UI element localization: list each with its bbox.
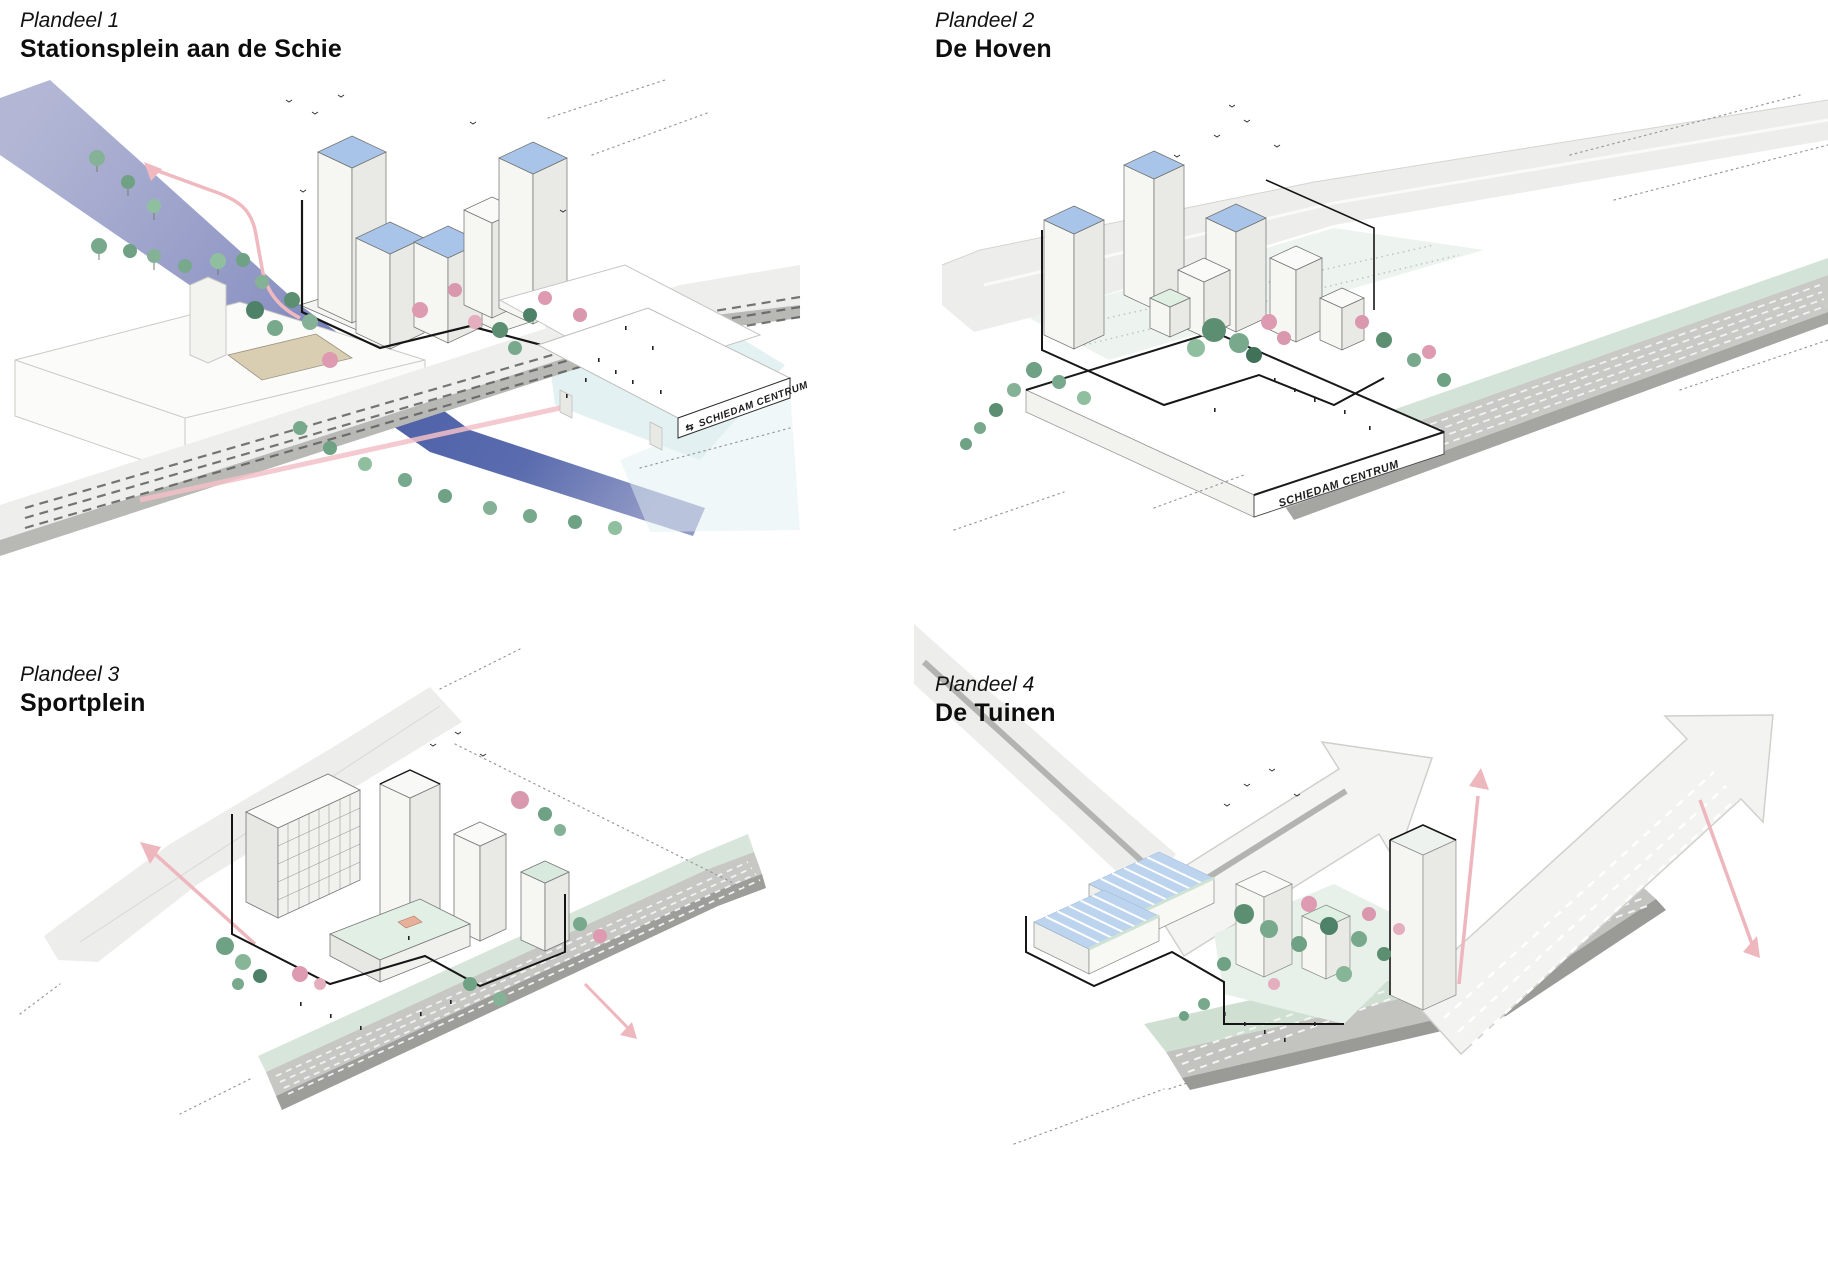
sportplein-buildings	[231, 769, 570, 988]
plandeel-1-illustration: ⇆ SCHIEDAM CENTRUM	[0, 79, 810, 556]
panel-1-label: Plandeel 1	[20, 9, 120, 32]
blue-roof	[317, 135, 387, 169]
panel-3-header: Plandeel 3 Sportplein	[20, 662, 146, 718]
station-fascia	[677, 377, 791, 439]
plandeel-3-illustration	[19, 648, 766, 1115]
people	[1224, 1012, 1316, 1042]
courtyard-plaza	[227, 333, 353, 381]
pink-arrows	[1457, 768, 1760, 985]
route-arrowhead	[144, 162, 162, 181]
pink-routes	[139, 162, 561, 503]
trees	[89, 150, 622, 535]
pale-water-lower	[620, 390, 800, 532]
panel-4-header: Plandeel 4 De Tuinen	[935, 672, 1056, 728]
plan-boundary-outline	[231, 814, 566, 988]
blue-roof	[1205, 203, 1267, 233]
sport-court	[397, 915, 423, 929]
panel-2-header: Plandeel 2 De Hoven	[935, 8, 1052, 64]
people	[300, 936, 452, 1030]
panel-plandeel-4: Plandeel 4 De Tuinen	[914, 624, 1828, 1288]
pink-arrow-road	[140, 842, 257, 946]
station-box: SCHIEDAM CENTRUM	[1024, 330, 1446, 518]
plan-boundary-outline	[1025, 916, 1344, 1025]
panel-4-title: De Tuinen	[935, 699, 1056, 728]
birds	[1223, 768, 1301, 807]
tuinen-buildings	[1025, 824, 1457, 1025]
panel-2-label: Plandeel 2	[935, 9, 1035, 32]
panel-2-title: De Hoven	[935, 35, 1052, 64]
road	[914, 624, 1176, 894]
railway	[258, 834, 766, 1110]
rail-tracks	[275, 861, 761, 1095]
pink-arrow-rail	[583, 982, 637, 1039]
blue-roof	[1043, 205, 1105, 235]
panel-3-title: Sportplein	[20, 689, 146, 718]
birds	[285, 94, 567, 213]
plandeel-2-illustration: SCHIEDAM CENTRUM	[941, 94, 1828, 531]
people	[1214, 378, 1371, 430]
trees	[216, 791, 607, 1006]
dotted-lines	[547, 79, 791, 469]
panel-1-title: Stationsplein aan de Schie	[20, 35, 342, 64]
dotted-lines	[19, 648, 746, 1115]
plan-boundary-outline	[1041, 230, 1385, 407]
river-schie	[0, 80, 705, 536]
big-arrow-rail	[1405, 714, 1774, 1056]
plandeel-4-illustration	[914, 624, 1774, 1145]
panel-1-header: Plandeel 1 Stationsplein aan de Schie	[20, 8, 342, 64]
birds	[429, 731, 487, 757]
trees	[1179, 896, 1405, 1021]
dotted-lines	[953, 94, 1828, 531]
people	[566, 326, 662, 398]
blue-roof	[355, 221, 425, 255]
blue-roof	[1123, 150, 1185, 180]
trees	[960, 314, 1451, 450]
panel-plandeel-1: Plandeel 1 Stationsplein aan de Schie	[0, 0, 914, 644]
blue-roof	[498, 141, 568, 175]
panel-plandeel-3: Plandeel 3 Sportplein	[0, 644, 914, 1288]
panel-plandeel-2: Plandeel 2 De Hoven	[914, 0, 1828, 644]
birds	[1173, 104, 1281, 158]
panel-4-label: Plandeel 4	[935, 673, 1035, 696]
panel-3-label: Plandeel 3	[20, 663, 120, 686]
dotted-lines	[1013, 1063, 1245, 1145]
